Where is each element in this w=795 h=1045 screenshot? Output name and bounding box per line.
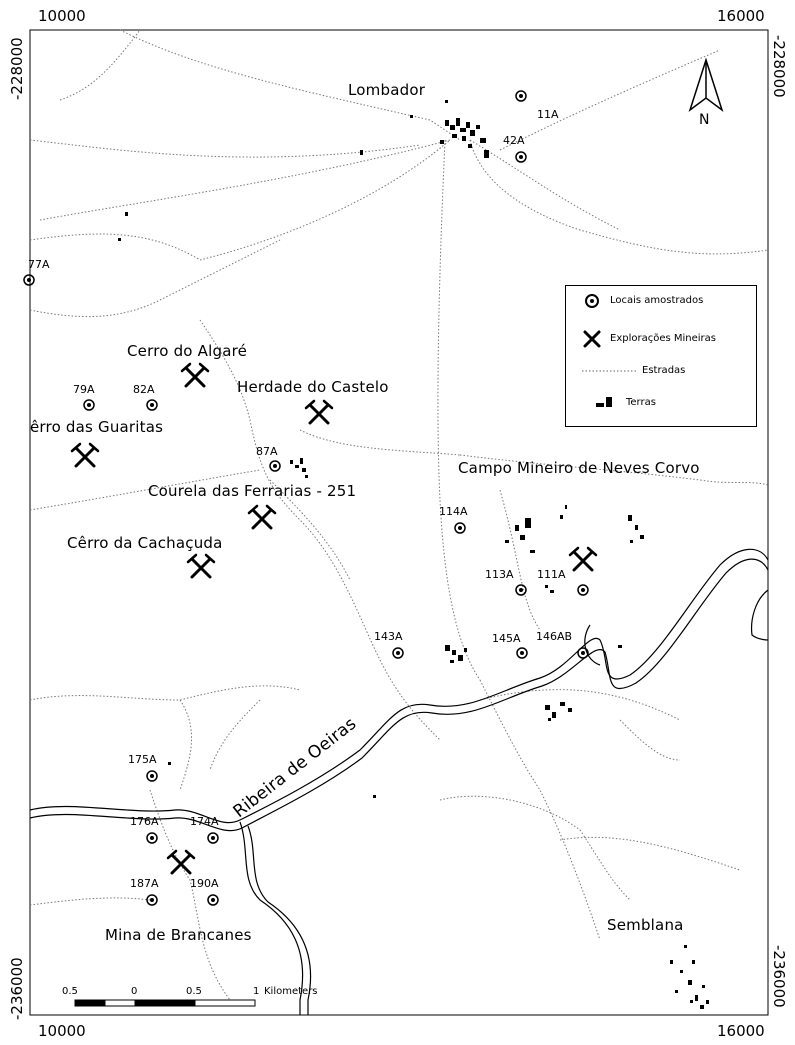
mine-markers [70,362,598,875]
site-marker-187a [146,894,158,906]
site-label-187a: 187A [130,877,159,890]
coord-left-bottom: -236000 [8,957,26,1020]
legend-row-mines: Explorações Mineiras [574,329,754,349]
site-label-42a: 42A [503,134,525,147]
mine-icon-neves-corvo [568,546,598,572]
place-semblana: Semblana [607,916,684,934]
site-label-11a: 11A [537,108,559,121]
site-marker-111a [577,584,589,596]
place-herdade-castelo: Herdade do Castelo [237,378,389,396]
scale-unit: Kilometers [264,986,318,997]
place-cerro-guaritas: êrro das Guaritas [30,418,164,436]
coord-bottom-right: 16000 [717,1022,765,1040]
land-parcel-icon [596,397,612,407]
site-label-146ab: 146AB [536,630,573,643]
site-marker-42a [515,151,527,163]
mine-icon-algare [180,362,210,388]
site-marker-190a [207,894,219,906]
scale-tick-05-left: 0.5 [62,986,78,997]
mine-icon-castelo [304,399,334,425]
scale-tick-1: 1 [253,986,260,997]
site-marker-146ab [577,647,589,659]
legend-row-sites: Locais amostrados [574,291,754,311]
site-marker-176a [146,832,158,844]
sample-sites [23,90,589,906]
mine-icon-brancanes [166,849,196,875]
river [29,548,769,1015]
site-label-143a: 143A [374,630,403,643]
road-line-icon [582,370,636,372]
coord-top-left: 10000 [38,7,86,25]
site-marker-82a [146,399,158,411]
site-label-174a: 174A [190,815,219,828]
scale-tick-0: 0 [131,986,138,997]
site-label-87a: 87A [256,445,278,458]
map-frame [29,29,769,1016]
site-marker-175a [146,770,158,782]
site-marker-114a [454,522,466,534]
legend-row-land: Terras [574,393,754,413]
site-marker-145a [516,647,528,659]
sample-site-icon [585,294,599,308]
site-marker-87a [269,460,281,472]
legend-row-roads: Estradas [574,361,754,381]
place-courela: Courela das Ferrarias - 251 [148,482,357,500]
site-marker-143a [392,647,404,659]
site-marker-113a [515,584,527,596]
coord-right-top: -228000 [770,35,788,98]
scale-tick-05: 0.5 [186,986,202,997]
legend-label-sites: Locais amostrados [610,295,704,306]
site-label-113a: 113A [485,568,514,581]
land-parcels [118,100,709,1009]
coord-bottom-left: 10000 [38,1022,86,1040]
mine-icon-courela [247,504,277,530]
coord-left-top: -228000 [8,37,26,100]
legend: Locais amostrados Explorações Mineiras E… [565,285,757,427]
site-marker-79a [83,399,95,411]
legend-label-mines: Explorações Mineiras [610,333,717,344]
mine-icon [583,330,601,348]
roads [29,29,769,1001]
site-label-176a: 176A [130,815,159,828]
place-neves-corvo: Campo Mineiro de Neves Corvo [458,459,700,477]
coord-right-bottom: -236000 [770,945,788,1008]
site-label-145a: 145A [492,632,521,645]
scale-bar [74,999,256,1007]
site-label-175a: 175A [128,753,157,766]
site-marker-11a [515,90,527,102]
site-label-190a: 190A [190,877,219,890]
site-label-111a: 111A [537,568,566,581]
north-arrow-icon [688,57,724,113]
mine-icon-cachacuda [186,553,216,579]
place-lombador: Lombador [348,81,426,99]
site-label-77a: 77A [28,258,50,271]
place-brancanes: Mina de Brancanes [105,926,252,944]
site-label-114a: 114A [439,505,468,518]
legend-label-land: Terras [626,397,656,408]
site-marker-77a [23,274,35,286]
site-marker-174a [207,832,219,844]
north-label: N [699,112,710,128]
coord-top-right: 16000 [717,7,765,25]
legend-label-roads: Estradas [642,365,686,376]
place-cerro-algare: Cerro do Algaré [127,342,248,360]
site-label-79a: 79A [73,383,95,396]
site-label-82a: 82A [133,383,155,396]
place-cachacuda: Cêrro da Cachaçuda [67,534,223,552]
mine-icon-guaritas [70,442,100,468]
